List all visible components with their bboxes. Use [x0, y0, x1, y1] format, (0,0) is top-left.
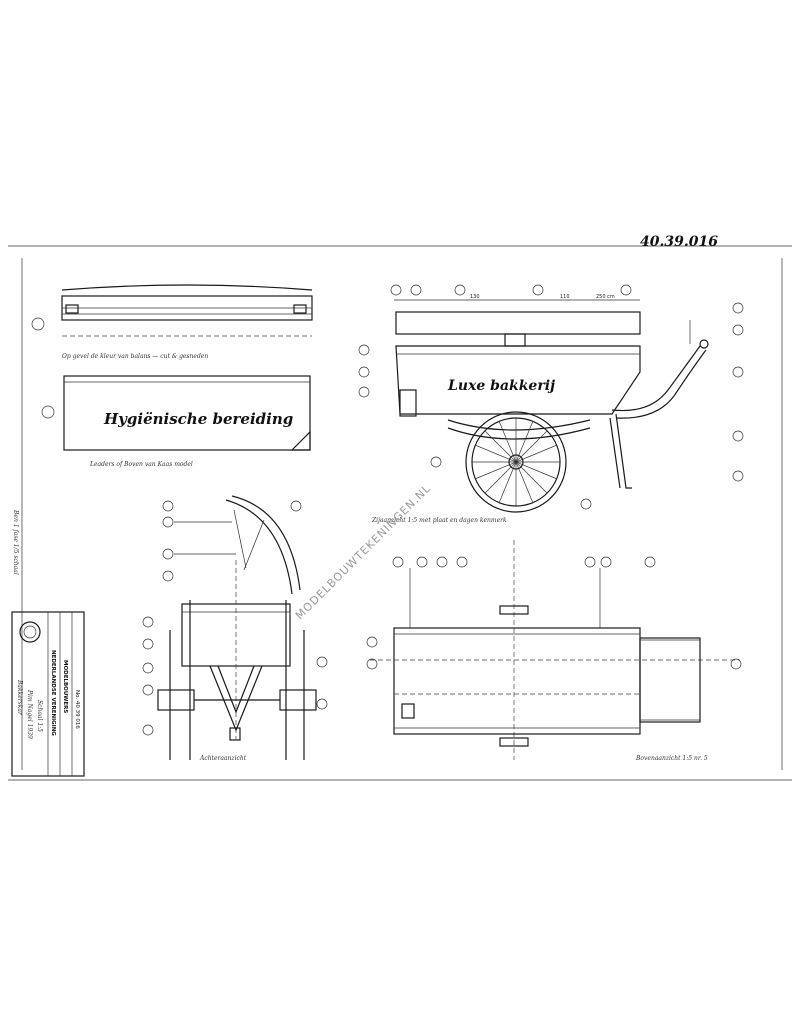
side-label: Ben 1 fase 1/5 schaal — [12, 509, 19, 575]
sheet-frame — [8, 245, 792, 781]
cart-side-view — [358, 284, 744, 513]
title-block-subtitle: MODELBOUWERS — [62, 660, 68, 713]
cart-dim-3: 250 cm — [596, 294, 615, 300]
title-block-note-1: Bakkerskar — [16, 679, 23, 716]
end-view — [142, 495, 328, 760]
title-block-note-2: Pim Nagel 1939 — [26, 689, 33, 739]
sheet-number: 40.39.016 — [640, 234, 718, 250]
cart-dim-2: 110 — [560, 294, 570, 300]
cart-dim-1: 130 — [470, 294, 480, 300]
watermark: MODELBOUWTEKENINGEN.NL — [293, 482, 434, 623]
cart-panel-lettering: Luxe bakkerij — [447, 378, 555, 394]
side-panel-caption: Leaders of Boven van Kaas model — [89, 461, 193, 468]
top-strip-view — [31, 284, 313, 337]
title-block-reference: No. 40 39 016 — [74, 690, 80, 729]
title-block-organization: NEDERLANDSE VERENIGING — [50, 650, 56, 736]
plan-view — [366, 540, 742, 760]
society-emblem-icon — [19, 621, 41, 643]
title-block-note-3: Schaal 1:5 — [36, 700, 43, 732]
top-strip-caption: Op gevel de kleur van balans — cut & ges… — [62, 353, 208, 360]
side-panel-lettering: Hygiënische bereiding — [103, 410, 293, 428]
plan-view-caption: Bovenaanzicht 1:5 nr. 5 — [635, 755, 708, 762]
end-view-caption: Achteraanzicht — [199, 755, 247, 762]
cart-side-caption: Zijaanzicht 1:5 met plaat en dagen kenme… — [371, 517, 507, 524]
side-panel-view — [41, 375, 311, 451]
title-block — [11, 611, 85, 777]
